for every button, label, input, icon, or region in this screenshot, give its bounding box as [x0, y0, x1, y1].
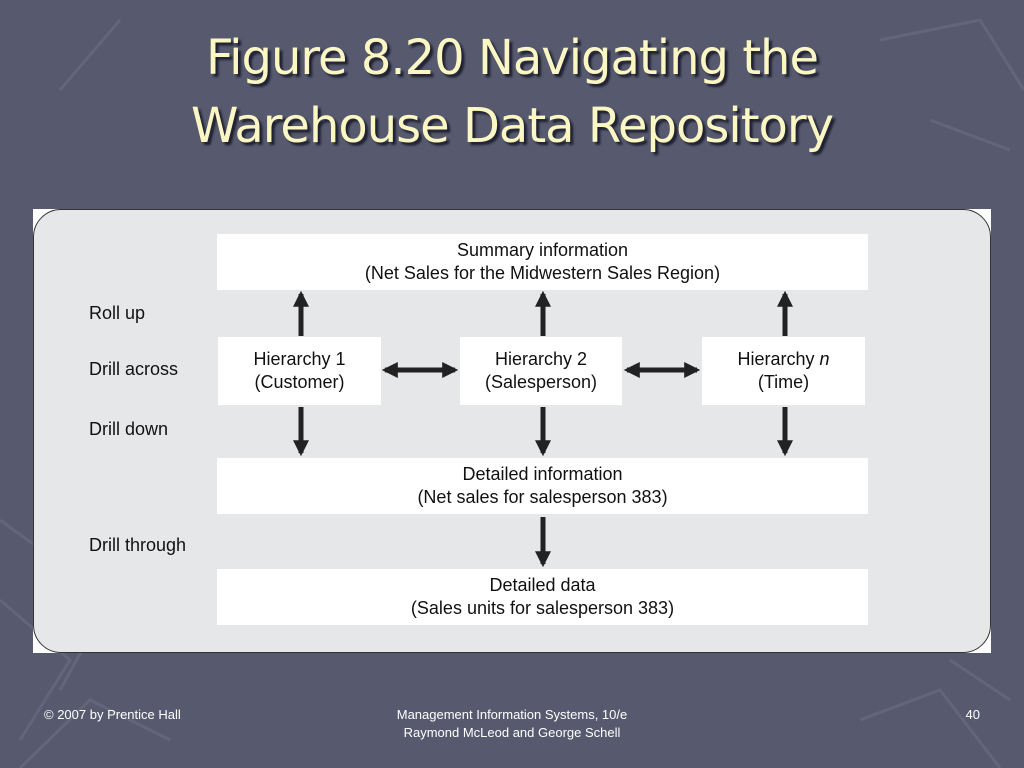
hierarchy-n-detail: (Time) [757, 372, 810, 392]
detailed-data-title: Detailed data [489, 575, 596, 595]
footer-page-number: 40 [965, 707, 980, 722]
roll-up-label: Roll up [89, 303, 146, 323]
hierarchy-n-title-prefix: Hierarchy [737, 349, 820, 369]
detailed-information-detail: (Net sales for salesperson 383) [417, 487, 668, 507]
detailed-information-box: Detailed information (Net sales for sale… [217, 458, 868, 514]
hierarchy-1-box: Hierarchy 1 (Customer) [218, 337, 381, 405]
slide-title: Figure 8.20 Navigating the Warehouse Dat… [0, 24, 1024, 160]
hierarchy-n-box: Hierarchy n (Time) [702, 337, 865, 405]
summary-information-box: Summary information (Net Sales for the M… [217, 234, 868, 290]
slide-title-line-1: Figure 8.20 Navigating the [206, 30, 819, 86]
summary-information-detail: (Net Sales for the Midwestern Sales Regi… [364, 263, 721, 283]
footer-book-info: Management Information Systems, 10/e Ray… [362, 706, 662, 742]
footer-book-title: Management Information Systems, 10/e [396, 707, 628, 722]
diagram-arrows [292, 290, 794, 568]
detailed-data-detail: (Sales units for salesperson 383) [410, 598, 675, 618]
diagram-figure: Summary information (Net Sales for the M… [33, 209, 991, 653]
drill-across-label: Drill across [89, 359, 179, 379]
drill-down-label: Drill down [89, 419, 169, 439]
slide-title-line-2: Warehouse Data Repository [190, 98, 834, 154]
drill-through-label: Drill through [89, 535, 187, 555]
hierarchy-2-box: Hierarchy 2 (Salesperson) [460, 337, 622, 405]
hierarchy-n-title-variable: n [819, 349, 830, 369]
hierarchy-1-detail: (Customer) [254, 372, 345, 392]
detailed-data-box: Detailed data (Sales units for salespers… [217, 569, 868, 625]
footer-copyright: © 2007 by Prentice Hall [44, 707, 181, 722]
footer-book-authors: Raymond McLeod and George Schell [403, 725, 621, 740]
hierarchy-2-detail: (Salesperson) [484, 372, 598, 392]
hierarchy-n-title: Hierarchy n [737, 348, 829, 371]
summary-information-title: Summary information [456, 240, 629, 260]
hierarchy-2-title: Hierarchy 2 [494, 349, 588, 369]
detailed-information-title: Detailed information [462, 464, 623, 484]
hierarchy-1-title: Hierarchy 1 [253, 349, 346, 369]
